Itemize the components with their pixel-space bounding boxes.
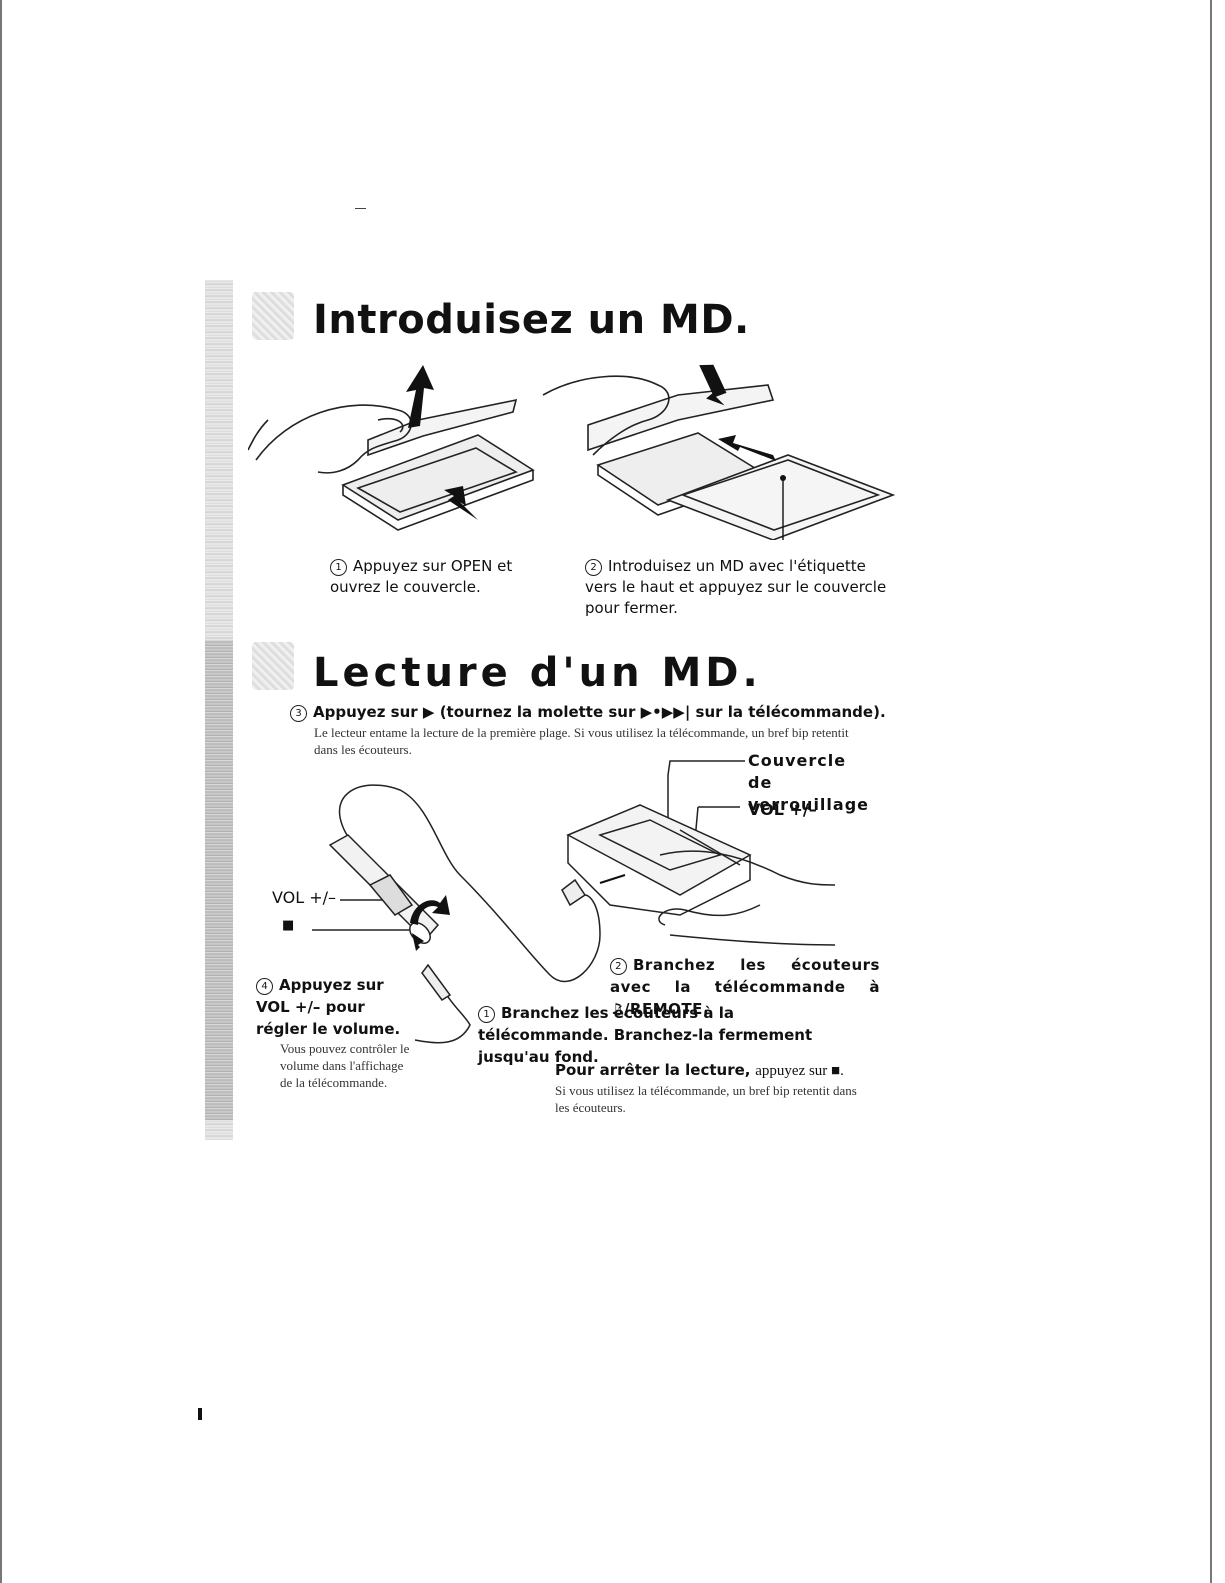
illustration-open-lid: [248, 365, 535, 531]
illustration-remote-player: [312, 760, 836, 1044]
scan-mark: [355, 208, 366, 209]
section-title-play: Lecture d'un MD.: [313, 650, 762, 696]
scan-mark: [198, 1408, 202, 1420]
section-title-insert: Introduisez un MD.: [313, 297, 750, 343]
step3-note: Le lecteur entame la lecture de la premi…: [314, 725, 849, 757]
step-number-2: 2: [610, 958, 627, 975]
step-number-1: 1: [330, 559, 347, 576]
step-number-3: 3: [290, 705, 307, 722]
play-icon: ▶: [422, 703, 435, 721]
stop-instruction: Pour arrêter la lecture, appuyez sur ■.: [555, 1061, 844, 1079]
step4-note: Vous pouvez contrôler le volume dans l'a…: [280, 1041, 410, 1090]
stop-note: Si vous utilisez la télécommande, un bre…: [555, 1083, 857, 1115]
play-skip-icon: ▶•▶▶|: [640, 703, 691, 721]
step-number-2: 2: [585, 559, 602, 576]
step-number-1: 1: [478, 1006, 495, 1023]
step-number-icon: [252, 642, 294, 690]
scan-edge-strip-dark: [205, 640, 233, 1120]
step-number-icon: [252, 292, 294, 340]
vol-remote-label: VOL +/–: [272, 888, 337, 907]
page-left-edge: [0, 0, 2, 1583]
step-number-4: 4: [256, 978, 273, 995]
page-right-edge: [1210, 0, 1212, 1583]
vol-player-label: VOL +/–: [748, 800, 817, 819]
illustration-insert-disc: [542, 364, 896, 540]
lock-cover-label: Couvercle de verrouillage: [748, 751, 869, 814]
stop-symbol-label: ■: [282, 918, 295, 933]
